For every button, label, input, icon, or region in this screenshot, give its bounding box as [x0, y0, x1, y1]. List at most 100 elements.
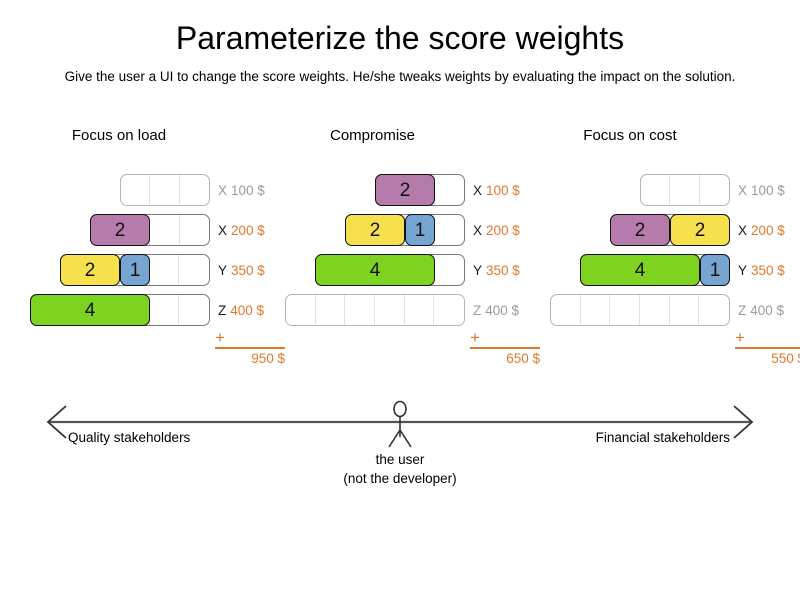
weight-segment[interactable]: 2 [60, 254, 120, 286]
user-label-line-1: the user [375, 452, 425, 467]
weight-bar-track[interactable] [550, 294, 730, 326]
bar-cell[interactable] [405, 295, 435, 325]
bar-cell[interactable] [180, 175, 209, 205]
scenario-title: Focus on load [71, 127, 167, 144]
row-letter: X [473, 222, 483, 238]
bar-cell[interactable] [179, 255, 209, 285]
page-title: Parameterize the score weights [175, 20, 625, 56]
bar-cell[interactable] [179, 295, 209, 325]
total-plus-sign: + [735, 328, 745, 347]
weight-bar-track[interactable] [285, 294, 465, 326]
scenario-total: +950 $ [215, 328, 285, 373]
stakeholder-axis: Quality stakeholders Financial stakehold… [0, 400, 800, 500]
bar-cell[interactable] [121, 175, 151, 205]
weight-segment[interactable]: 2 [90, 214, 150, 246]
bar-cell[interactable] [640, 295, 670, 325]
scenario-title: Compromise [329, 127, 416, 144]
total-rule [470, 347, 540, 349]
total-value: 950 $ [251, 351, 285, 366]
scenario-total: +650 $ [470, 329, 540, 373]
total-value: 650 $ [506, 351, 540, 366]
row-price: 200 $ [231, 222, 265, 238]
bar-cell[interactable] [551, 295, 581, 325]
bar-cell[interactable] [435, 175, 464, 205]
bar-cell[interactable] [180, 215, 209, 245]
user-stick-figure [388, 400, 412, 448]
weight-segment[interactable]: 4 [580, 254, 700, 286]
weight-segment[interactable]: 1 [120, 254, 150, 286]
weight-segment[interactable]: 1 [405, 214, 435, 246]
total-plus-sign: + [215, 328, 225, 347]
bar-cell[interactable] [700, 175, 729, 205]
row-price: 350 $ [751, 262, 785, 278]
bar-cell[interactable] [610, 295, 641, 325]
axis-arrow-line [46, 400, 754, 448]
weight-segment[interactable]: 2 [345, 214, 405, 246]
total-rule [215, 347, 285, 349]
weight-segment[interactable]: 2 [375, 174, 435, 206]
row-letter: X [738, 182, 748, 198]
bar-cell[interactable] [150, 255, 180, 285]
row-letter: Y [473, 262, 483, 278]
row-letter: X [218, 222, 228, 238]
row-price: 400 $ [230, 302, 265, 318]
row-letter: Z [218, 302, 227, 318]
row-letter: X [473, 182, 483, 198]
weight-bar-track[interactable] [640, 174, 730, 206]
weight-segment[interactable]: 4 [315, 254, 435, 286]
bar-cell[interactable] [150, 215, 180, 245]
bar-cell[interactable] [316, 295, 346, 325]
row-price: 400 $ [485, 302, 520, 318]
bar-cell[interactable] [434, 295, 464, 325]
weight-bar-track[interactable] [120, 174, 210, 206]
bar-cell[interactable] [641, 175, 671, 205]
axis-label-financial: Financial stakeholders [595, 430, 730, 445]
scenario-total: +550 $ [735, 328, 800, 373]
row-price: 100 $ [751, 182, 785, 198]
bar-cell[interactable] [699, 295, 729, 325]
bar-cell[interactable] [670, 175, 700, 205]
weight-segment[interactable]: 2 [610, 214, 670, 246]
bar-cell[interactable] [581, 295, 611, 325]
bar-cell[interactable] [345, 295, 376, 325]
bar-cell[interactable] [375, 295, 405, 325]
weight-segment[interactable]: 2 [670, 214, 730, 246]
weight-segment[interactable]: 1 [700, 254, 730, 286]
bar-cell[interactable] [286, 295, 316, 325]
bar-cell[interactable] [150, 175, 180, 205]
bar-cell[interactable] [435, 215, 464, 245]
bar-cell[interactable] [670, 295, 700, 325]
bar-cell[interactable] [434, 255, 464, 285]
page-subtitle: Give the user a UI to change the score w… [64, 69, 736, 84]
row-price: 200 $ [751, 222, 785, 238]
total-value: 550 $ [771, 351, 800, 366]
row-letter: Y [218, 262, 228, 278]
weight-segment[interactable]: 4 [30, 294, 150, 326]
bar-cell[interactable] [150, 295, 180, 325]
user-label-line-2: (not the developer) [343, 471, 457, 486]
